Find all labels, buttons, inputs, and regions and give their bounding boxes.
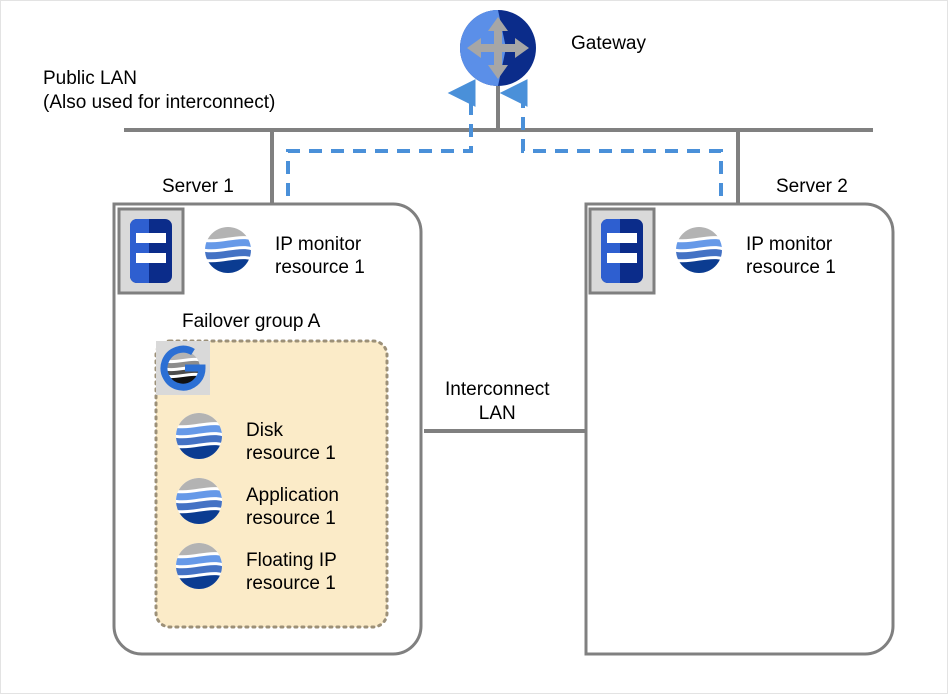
gateway-label: Gateway: [571, 33, 646, 54]
failover-group-icon: [156, 341, 210, 395]
floating-ip-resource-1-label: Floating IP resource 1: [246, 550, 337, 594]
server2-monitor-path: [499, 79, 723, 196]
server1-monitor-path: [286, 79, 476, 196]
disk-resource-1-label: Disk resource 1: [246, 420, 336, 464]
gateway-icon: [460, 10, 536, 86]
failover-group-label: Failover group A: [182, 311, 321, 332]
ip-monitor-resource-1-label-server1: IP monitor resource 1: [275, 234, 365, 278]
ip-monitor-resource-1-label-server2: IP monitor resource 1: [746, 234, 836, 278]
public-lan-label: Public LAN (Also used for interconnect): [43, 68, 276, 113]
application-resource-1-label: Application resource 1: [246, 485, 339, 529]
server2-box: [584, 202, 895, 656]
interconnect-lan-label: Interconnect LAN: [445, 379, 550, 424]
server2-label: Server 2: [776, 176, 848, 197]
server1-icon: [117, 207, 185, 295]
server1-label: Server 1: [162, 176, 234, 197]
server2-icon: [588, 207, 656, 295]
